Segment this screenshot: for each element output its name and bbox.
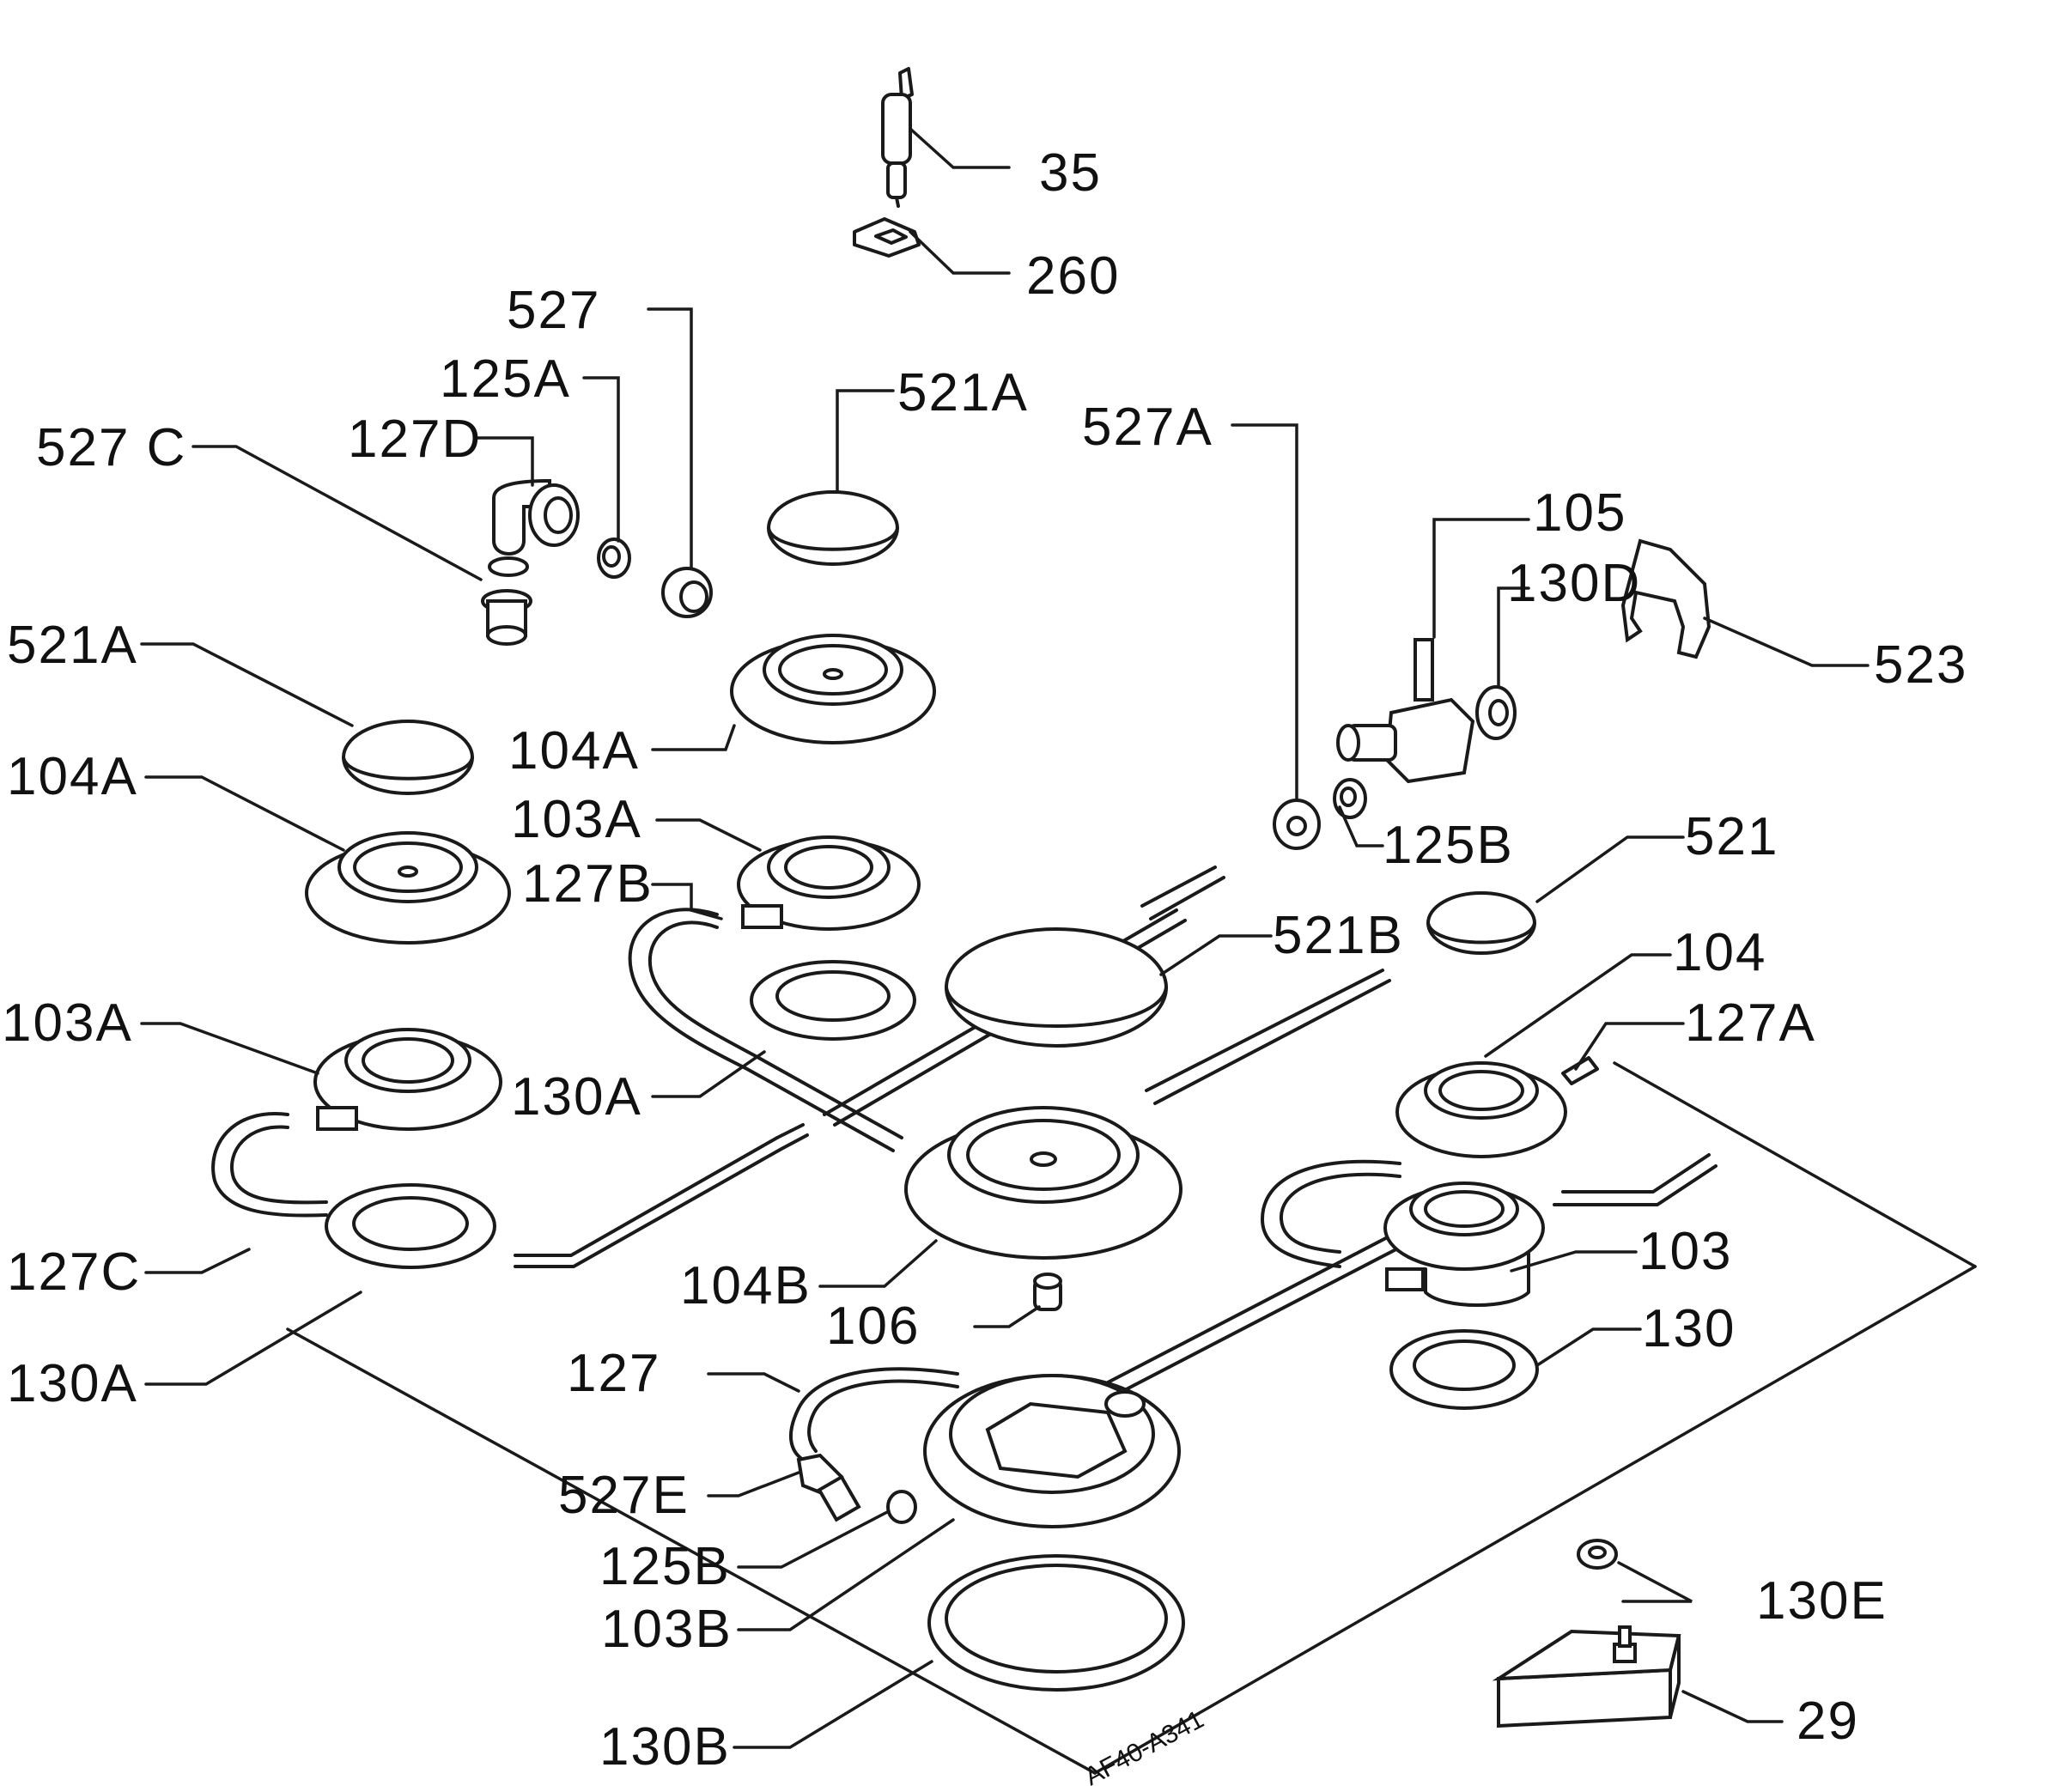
label-523: 523 bbox=[1874, 635, 1967, 695]
burner-cap-521 bbox=[1426, 891, 1536, 955]
nut-527-part bbox=[661, 567, 713, 618]
ring-130a-left bbox=[325, 1183, 496, 1269]
label-104a-left: 104A bbox=[7, 747, 138, 806]
leader-lines bbox=[140, 127, 1869, 1749]
label-35: 35 bbox=[1039, 143, 1102, 203]
label-127a: 127A bbox=[1685, 993, 1816, 1053]
label-527a: 527A bbox=[1082, 398, 1213, 457]
label-127b: 127B bbox=[522, 854, 654, 914]
label-103: 103 bbox=[1638, 1222, 1732, 1281]
clip-part bbox=[853, 217, 921, 258]
label-104: 104 bbox=[1673, 923, 1766, 982]
label-103a-left: 103A bbox=[2, 993, 133, 1053]
label-125a: 125A bbox=[440, 349, 571, 409]
label-130: 130 bbox=[1642, 1299, 1736, 1358]
label-130a-left: 130A bbox=[7, 1354, 138, 1413]
label-521b: 521B bbox=[1273, 906, 1404, 965]
label-521: 521 bbox=[1685, 807, 1778, 866]
label-130d: 130D bbox=[1507, 554, 1641, 613]
burner-cap-521a-left bbox=[342, 720, 474, 795]
label-130a-center: 130A bbox=[511, 1067, 642, 1127]
label-104b: 104B bbox=[680, 1256, 812, 1315]
label-127c: 127C bbox=[7, 1242, 141, 1302]
label-130b: 130B bbox=[599, 1717, 731, 1777]
burner-body-103 bbox=[1383, 1182, 1545, 1307]
burner-body-103a-left bbox=[313, 1028, 502, 1131]
label-103b: 103B bbox=[601, 1600, 733, 1659]
connector-527e-part bbox=[796, 1453, 861, 1522]
fitting-527c-part bbox=[481, 589, 532, 646]
label-106: 106 bbox=[826, 1297, 920, 1356]
label-260: 260 bbox=[1026, 246, 1120, 306]
label-521a-top: 521A bbox=[897, 363, 1029, 422]
label-130e: 130E bbox=[1756, 1571, 1888, 1631]
label-527: 527 bbox=[507, 281, 600, 340]
burner-body-103a-center bbox=[737, 835, 921, 931]
burner-head-104a-center bbox=[730, 634, 936, 744]
part-labels: 35 260 527 125A 527 C 127D 521A 527A 105… bbox=[2, 143, 1967, 1777]
injector-106-part bbox=[1033, 1273, 1062, 1311]
label-105: 105 bbox=[1533, 483, 1626, 543]
washer-130d-part bbox=[1475, 685, 1517, 740]
ring-130 bbox=[1389, 1329, 1539, 1410]
label-125b-top: 125B bbox=[1383, 816, 1514, 875]
injector-125a-part bbox=[597, 538, 631, 579]
label-527e: 527E bbox=[558, 1466, 690, 1525]
burner-head-104b bbox=[904, 1106, 1182, 1260]
label-104a-center: 104A bbox=[508, 721, 640, 781]
igniter-plug-part bbox=[881, 67, 914, 208]
burner-cap-521a-top bbox=[767, 490, 899, 566]
ring-130a-center bbox=[750, 960, 916, 1041]
ring-130b bbox=[927, 1554, 1185, 1692]
bracket-523-part bbox=[1620, 538, 1711, 659]
burner-head-104a-left bbox=[305, 831, 511, 945]
label-521a-left: 521A bbox=[7, 616, 138, 675]
ignition-box-29-part bbox=[1492, 1625, 1681, 1728]
label-29: 29 bbox=[1797, 1692, 1859, 1751]
nut-527a-part bbox=[1273, 799, 1321, 850]
label-527c: 527 C bbox=[36, 418, 186, 477]
injector-125b-top-part bbox=[1333, 778, 1367, 819]
label-127d: 127D bbox=[348, 410, 482, 469]
label-127: 127 bbox=[567, 1344, 660, 1403]
burner-body-103b bbox=[923, 1374, 1181, 1528]
washer-130e-part bbox=[1577, 1539, 1618, 1570]
cooktop-outline bbox=[286, 1061, 1977, 1775]
label-103a-center: 103A bbox=[511, 790, 642, 849]
gas-pipes bbox=[211, 866, 1718, 1461]
drawing-reference-code: AF40-A341 bbox=[1080, 1705, 1208, 1791]
elbow-connector-part bbox=[488, 478, 580, 577]
label-125b-bottom: 125B bbox=[599, 1537, 731, 1596]
gas-tap-valve-part bbox=[1336, 638, 1475, 784]
burner-cap-521b bbox=[945, 927, 1168, 1048]
burner-head-104 bbox=[1395, 1061, 1567, 1158]
injector-125b-bottom-part bbox=[886, 1490, 917, 1524]
